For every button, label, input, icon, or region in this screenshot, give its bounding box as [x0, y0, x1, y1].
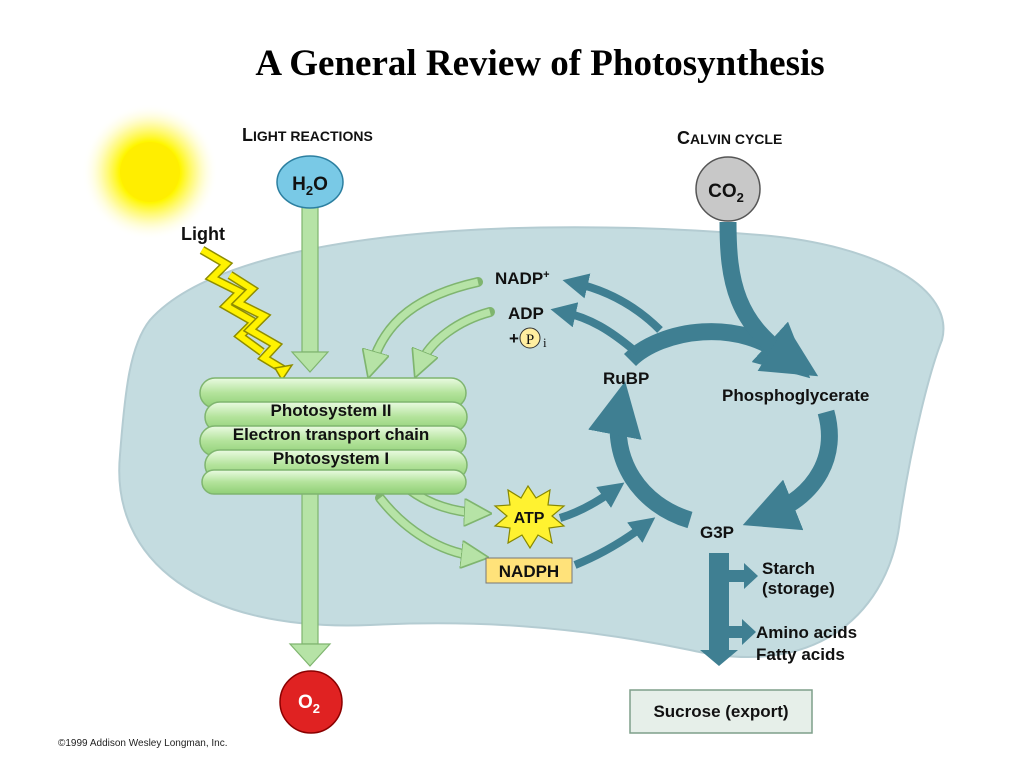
atp-burst [493, 484, 566, 550]
nadph-input-arrow [573, 517, 656, 569]
electron-transport-chain-label: Electron transport chain [233, 425, 429, 444]
nadph-box [485, 557, 573, 584]
photosystem-ii-label: Photosystem II [271, 401, 392, 420]
g3p-label: G3P [700, 523, 734, 542]
h2o-bubble [276, 155, 344, 209]
photosystem-i-label: Photosystem I [273, 449, 389, 468]
nadp-plus-label: NADP+ [495, 269, 550, 288]
sucrose-export-box [629, 689, 813, 734]
co2-label: CO2 [708, 181, 744, 205]
phosphate-label: + P i [509, 327, 547, 350]
cycle-arrow-right [742, 409, 838, 531]
sucrose-export-label: Sucrose (export) [653, 702, 788, 721]
o2-label: O2 [298, 692, 320, 716]
svg-text:i: i [543, 335, 547, 350]
o2-bubble [279, 670, 343, 734]
light-reactions-header: LIGHT REACTIONS [242, 125, 373, 145]
nadph-output-arrow-fill [377, 495, 475, 556]
storage-label: (storage) [762, 579, 835, 598]
co2-bubble [695, 156, 761, 222]
o2-arrow [288, 491, 332, 667]
svg-text:P: P [526, 332, 534, 348]
h2o-label: H2O [292, 174, 328, 198]
light-zigzag-icon [199, 246, 294, 382]
fatty-acids-label: Fatty acids [756, 645, 845, 664]
calvin-cycle-header: CALVIN CYCLE [677, 128, 782, 148]
phosphate-icon [519, 327, 541, 349]
thylakoid-stack [199, 377, 468, 495]
cycle-arrow-left [588, 381, 693, 529]
sun-icon [82, 104, 218, 240]
page-title: A General Review of Photosynthesis [255, 43, 825, 84]
adp-return-arrow-fill [420, 308, 491, 365]
h2o-arrow [290, 199, 330, 373]
rubp-label: RuBP [603, 369, 649, 388]
phosphoglycerate-label: Phosphoglycerate [722, 386, 869, 405]
atp-input-arrow [558, 482, 625, 522]
light-label: Light [181, 224, 225, 244]
starch-label: Starch [762, 559, 815, 578]
adp-label: ADP [508, 304, 544, 323]
adp-release-arrow [550, 302, 639, 356]
g3p-output-arrow [700, 553, 758, 666]
nadp-return-arrow-fill [372, 278, 479, 365]
amino-acids-label: Amino acids [756, 623, 857, 642]
co2-feed-arrow [719, 221, 819, 377]
nadph-label: NADPH [499, 562, 559, 581]
atp-label: ATP [514, 510, 545, 527]
nadp-release-arrow [562, 273, 663, 333]
svg-text:+: + [509, 329, 519, 348]
copyright-notice: ©1999 Addison Wesley Longman, Inc. [58, 738, 228, 749]
